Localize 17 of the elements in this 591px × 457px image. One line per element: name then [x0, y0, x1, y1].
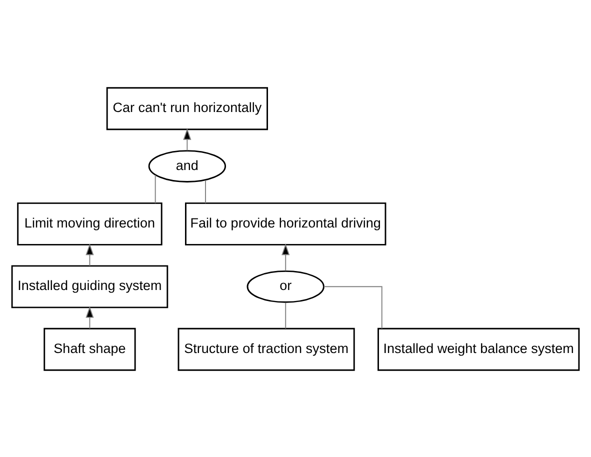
node-box: Car can't run horizontally	[106, 86, 268, 130]
node-box: Installed guiding system	[11, 264, 168, 308]
node-box: Limit moving direction	[17, 202, 162, 245]
connector	[285, 302, 286, 328]
node-box: Fail to provide horizontal driving	[185, 202, 386, 245]
node-box: Installed weight balance system	[378, 327, 580, 370]
node-box: Shaft shape	[44, 327, 136, 370]
node-ellipse: and	[148, 150, 226, 182]
connector	[323, 286, 382, 328]
node-box: Structure of traction system	[178, 327, 355, 370]
arrow	[282, 243, 290, 271]
arrow	[183, 128, 192, 150]
arrow	[86, 243, 94, 266]
arrow	[86, 306, 94, 328]
connector	[154, 174, 156, 204]
node-ellipse: or	[246, 270, 324, 302]
connector	[205, 179, 206, 204]
